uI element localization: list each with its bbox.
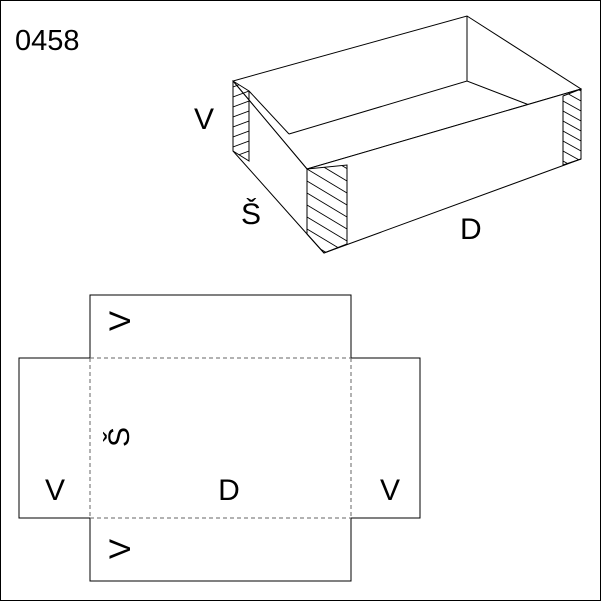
net-top-flap-label: V xyxy=(104,311,137,331)
wall-section-back-right xyxy=(563,89,581,165)
box-width-label: Š xyxy=(241,197,261,231)
wall-section-back-left-outline xyxy=(232,80,250,162)
net-right-flap-label: V xyxy=(380,474,400,507)
box-height-label: V xyxy=(194,103,214,136)
product-code: 0458 xyxy=(15,25,80,57)
wall-section-back-right-outline xyxy=(562,88,582,166)
box-inner-left-edge xyxy=(248,90,290,135)
box-front-side xyxy=(306,88,582,254)
net-length-label: D xyxy=(218,474,240,507)
net-bottom-flap-label: V xyxy=(104,539,137,559)
wall-section-front-left-outline xyxy=(306,164,348,254)
net-width-label: Š xyxy=(102,427,136,447)
flat-pattern: V V Š V D V xyxy=(18,294,421,582)
net-left-flap-label: V xyxy=(45,474,65,507)
net-outline xyxy=(18,294,421,582)
box-length-label: D xyxy=(460,213,482,246)
box-3d-view: V Š D xyxy=(194,15,583,254)
wall-section-front-left xyxy=(307,165,347,253)
